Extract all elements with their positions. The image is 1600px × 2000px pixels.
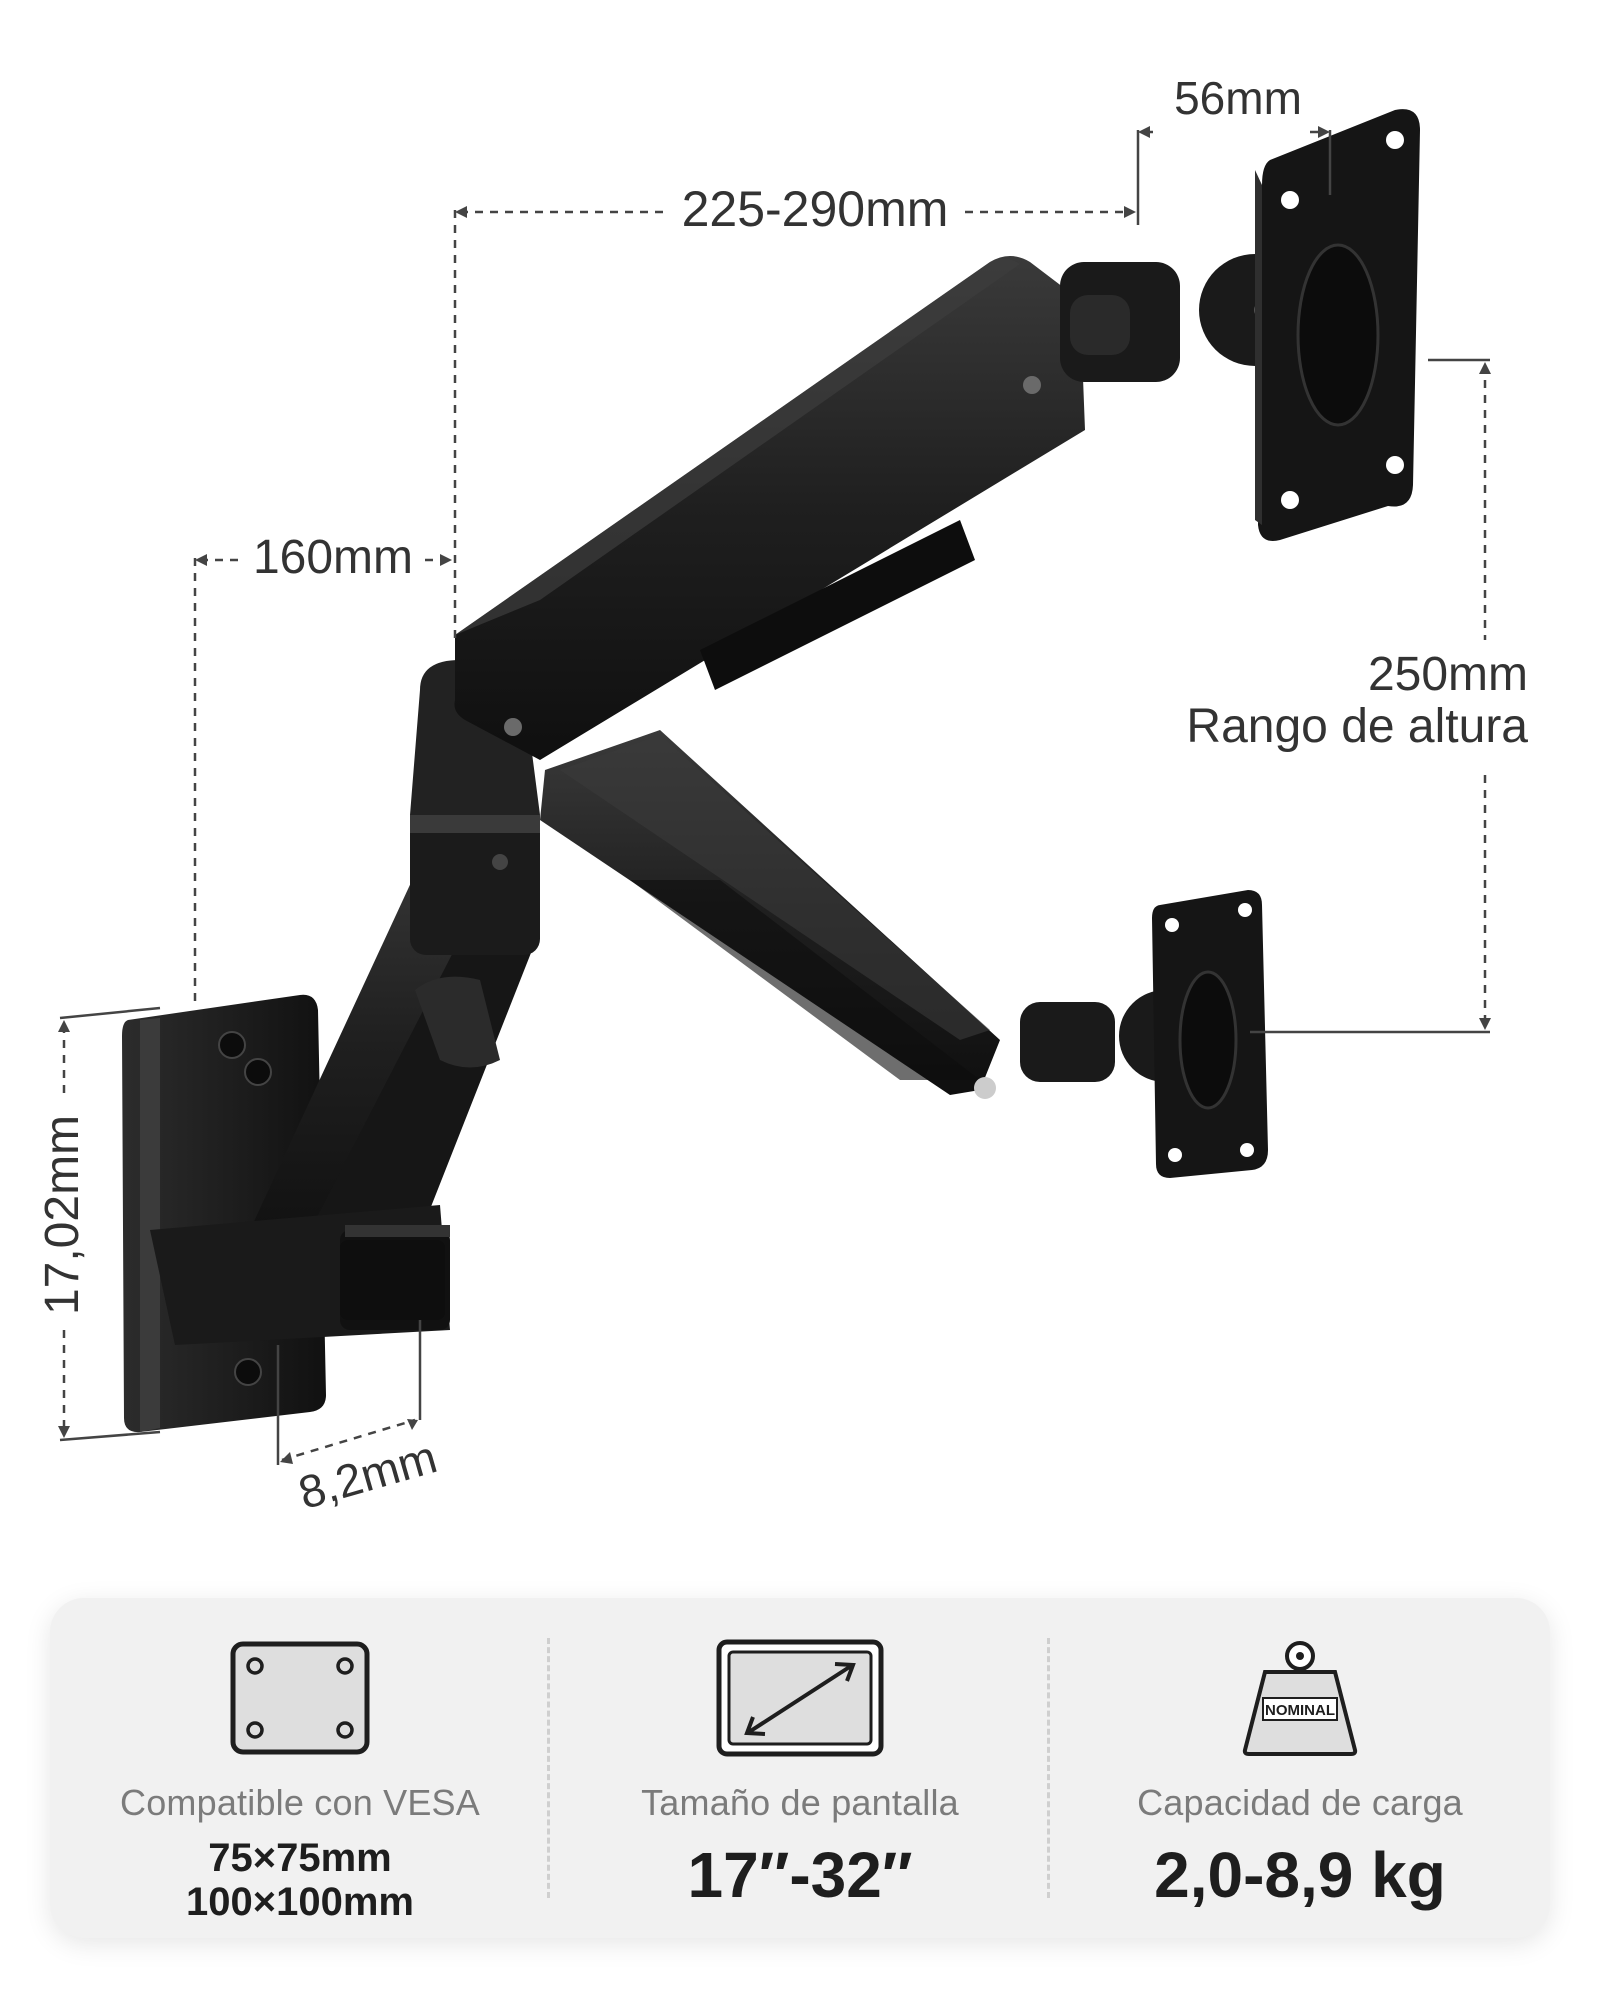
spec-load-capacity: NOMINAL Capacidad de carga 2,0-8,9 kg	[1050, 1598, 1550, 1938]
lower-arm	[540, 730, 1211, 1099]
weight-badge-text: NOMINAL	[1265, 1702, 1335, 1719]
dimension-arrowheads	[58, 126, 1491, 1464]
dim-label-160mm: 160mm	[253, 531, 413, 584]
dim-label-plate-height: 17,02mm	[36, 1115, 89, 1315]
vesa-value-100: 100×100mm	[186, 1880, 414, 1924]
spec-vesa: Compatible con VESA 75×75mm 100×100mm	[50, 1598, 550, 1938]
load-capacity-value: 2,0-8,9 kg	[1154, 1839, 1446, 1911]
screen-size-value: 17″-32″	[687, 1839, 913, 1911]
dim-label-height-value: 250mm	[1368, 648, 1528, 701]
dim-label-height-range: Rango de altura	[1186, 700, 1528, 753]
dimension-lines	[59, 130, 1490, 1465]
dim-label-plate-width: 8,2mm	[293, 1430, 442, 1519]
load-capacity-label: Capacidad de carga	[1137, 1782, 1463, 1823]
top-vesa-plate	[1255, 109, 1420, 542]
dim-label-56mm: 56mm	[1174, 72, 1302, 124]
spec-card: Compatible con VESA 75×75mm 100×100mm Ta…	[50, 1598, 1550, 1938]
spec-divider	[1047, 1638, 1050, 1898]
dim-label-arm-reach: 225-290mm	[682, 181, 949, 237]
weight-icon: NOMINAL	[1242, 1641, 1358, 1756]
monitor-arm-diagram: 56mm 225-290mm 160mm 250mm Rango de altu…	[36, 72, 1528, 1519]
screen-size-icon	[716, 1639, 884, 1757]
screen-size-label: Tamaño de pantalla	[641, 1782, 959, 1823]
vesa-value-75: 75×75mm	[208, 1836, 392, 1880]
spec-divider	[547, 1638, 550, 1898]
vesa-plate-icon	[230, 1641, 370, 1755]
spec-screen-size: Tamaño de pantalla 17″-32″	[550, 1598, 1050, 1938]
upper-arm	[454, 254, 1311, 760]
vesa-label: Compatible con VESA	[120, 1782, 480, 1823]
bottom-vesa-plate	[1152, 890, 1268, 1178]
